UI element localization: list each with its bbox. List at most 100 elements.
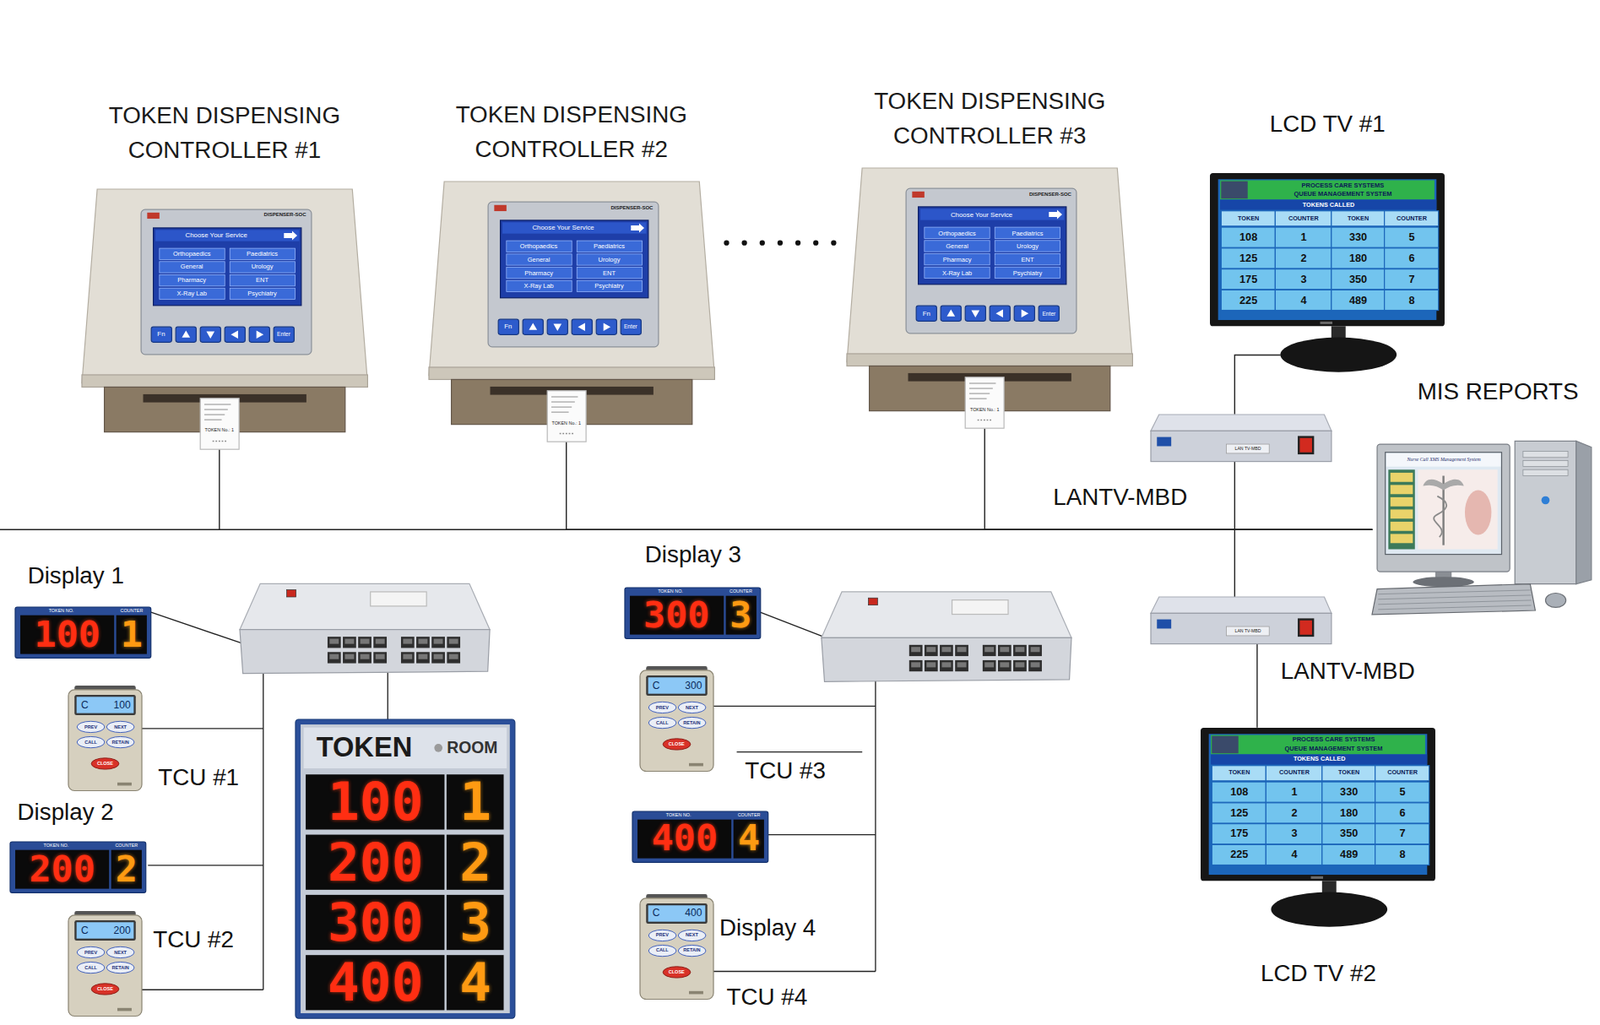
token-call-unit: TCU #4C400PREVNEXTCALLRETAINCLOSE (640, 894, 714, 999)
board-title: ROOM (446, 733, 509, 763)
service-button-label: Paediatrics (229, 248, 295, 260)
table-cell-bg (1322, 781, 1376, 803)
tv-stand-base (1280, 337, 1398, 373)
key-label: CALL (649, 718, 676, 728)
led-window (15, 850, 109, 890)
table-header-cell-bg (1221, 211, 1276, 227)
key-button (648, 701, 677, 713)
ticket-print (551, 412, 570, 413)
ticket-print (969, 388, 993, 390)
token-call-unit: TCU #2C200PREVNEXTCALLRETAINCLOSE (68, 911, 142, 1016)
ticket-print (204, 408, 228, 410)
table-cell: 125 (1221, 248, 1276, 269)
token-dispenser: TOKEN DISPENSING CONTROLLER #3DISPENSER-… (846, 168, 1133, 429)
device-illustration (846, 168, 1133, 429)
table-cell-bg (1322, 802, 1376, 824)
keyboard-keys (1378, 600, 1532, 605)
keypad-button (498, 319, 519, 335)
token-call-unit: TCU #3C300PREVNEXTCALLRETAINCLOSE (640, 666, 714, 771)
service-button-label: Psychiatry (576, 280, 642, 292)
power-switch (1297, 435, 1314, 455)
screen-subtitle: TOKENS CALLED (1211, 753, 1428, 765)
power-light (1541, 495, 1551, 505)
key-button (677, 701, 706, 713)
rj45-port-inner (402, 654, 413, 660)
led-window (306, 954, 445, 1010)
led-counter-number: 1 (449, 774, 503, 830)
service-button (159, 260, 225, 272)
unit-body (640, 898, 714, 1000)
tv-logo (1311, 876, 1324, 879)
service-button-label: Paediatrics (994, 227, 1060, 239)
tokens-called-bar (1220, 200, 1437, 211)
led-counter-number: 4 (734, 818, 764, 858)
key-button (106, 737, 135, 749)
rj45-port (373, 651, 387, 663)
ticket-print (558, 433, 574, 434)
token-display: Display 4TOKEN NO.COUNTER4004 (632, 811, 769, 863)
illustration-group (10, 841, 147, 893)
rj45-port-inner (433, 654, 444, 660)
rj45-port-inner (402, 639, 413, 645)
tower-side (1576, 440, 1592, 584)
table-header-cell-bg (1275, 211, 1332, 227)
service-button-label: X-Ray Lab (159, 287, 225, 299)
key-button (662, 738, 691, 750)
table-cell: 2 (1266, 802, 1323, 824)
table-cell: 489 (1322, 844, 1376, 865)
screen-header-text: QUEUE MANAGEMENT SYSTEM (1242, 744, 1427, 754)
table-header-cell-bg (1375, 764, 1430, 781)
table-cell: 330 (1331, 227, 1385, 248)
rj45-port-inner (418, 639, 429, 645)
token-ticket (200, 397, 239, 449)
service-button-label: General (924, 240, 990, 252)
hub-front (239, 629, 490, 674)
rj45-port (327, 651, 342, 663)
keypad-button (989, 306, 1010, 322)
table-header-cell: COUNTER (1266, 764, 1323, 781)
rj45-port (1028, 660, 1042, 672)
cable (141, 989, 264, 991)
table-cell-bg (1275, 269, 1332, 290)
key-label: CLOSE (92, 759, 119, 769)
keyboard (1372, 583, 1535, 614)
keypad-button (1014, 306, 1035, 322)
led-window (111, 850, 142, 890)
rj45-port-inner (329, 639, 339, 645)
screen-header (1211, 734, 1427, 754)
rj45-port-inner (1030, 646, 1041, 652)
device-label: LANTV-MBD (1052, 483, 1216, 510)
screen-title-bar (155, 229, 299, 241)
table-cell: 3 (1266, 823, 1323, 844)
service-button (229, 248, 295, 260)
table-cell-bg (1266, 781, 1323, 803)
brand-label: DISPENSER-SOC (581, 204, 654, 213)
table-cell-bg (1212, 802, 1267, 824)
key-label: CALL (649, 945, 676, 955)
led-token-number: 400 (308, 954, 444, 1010)
ticket-text: TOKEN No.: 1 (965, 406, 1004, 413)
led-counter-number: 4 (449, 954, 503, 1010)
rj45-port-inner (433, 639, 444, 645)
illustration-group (1372, 440, 1592, 614)
key-label: PREV (649, 703, 676, 713)
led-token-number: 100 (21, 615, 114, 655)
table-cell-bg (1275, 227, 1332, 248)
device-illustration (428, 181, 715, 442)
illustration-group (632, 811, 769, 863)
continuation-dot (830, 239, 836, 245)
arrow-key-symbol (1021, 309, 1029, 319)
unit-body (640, 670, 714, 772)
mis-computer: MIS REPORTSNurse Call XMS Management Sys… (1372, 439, 1595, 618)
illustration-group (68, 685, 142, 791)
service-button-label: Urology (576, 254, 642, 266)
rj45-port-inner (957, 661, 967, 668)
led-counter-number: 3 (726, 596, 755, 635)
service-button (229, 260, 295, 272)
table-cell: 3 (1275, 269, 1332, 290)
rj45-port-inner (941, 661, 951, 668)
lcd-text: 100 (92, 698, 131, 713)
service-button-label: Pharmacy (159, 274, 225, 286)
service-button-label: Psychiatry (229, 287, 295, 299)
rj45-port (431, 636, 445, 648)
